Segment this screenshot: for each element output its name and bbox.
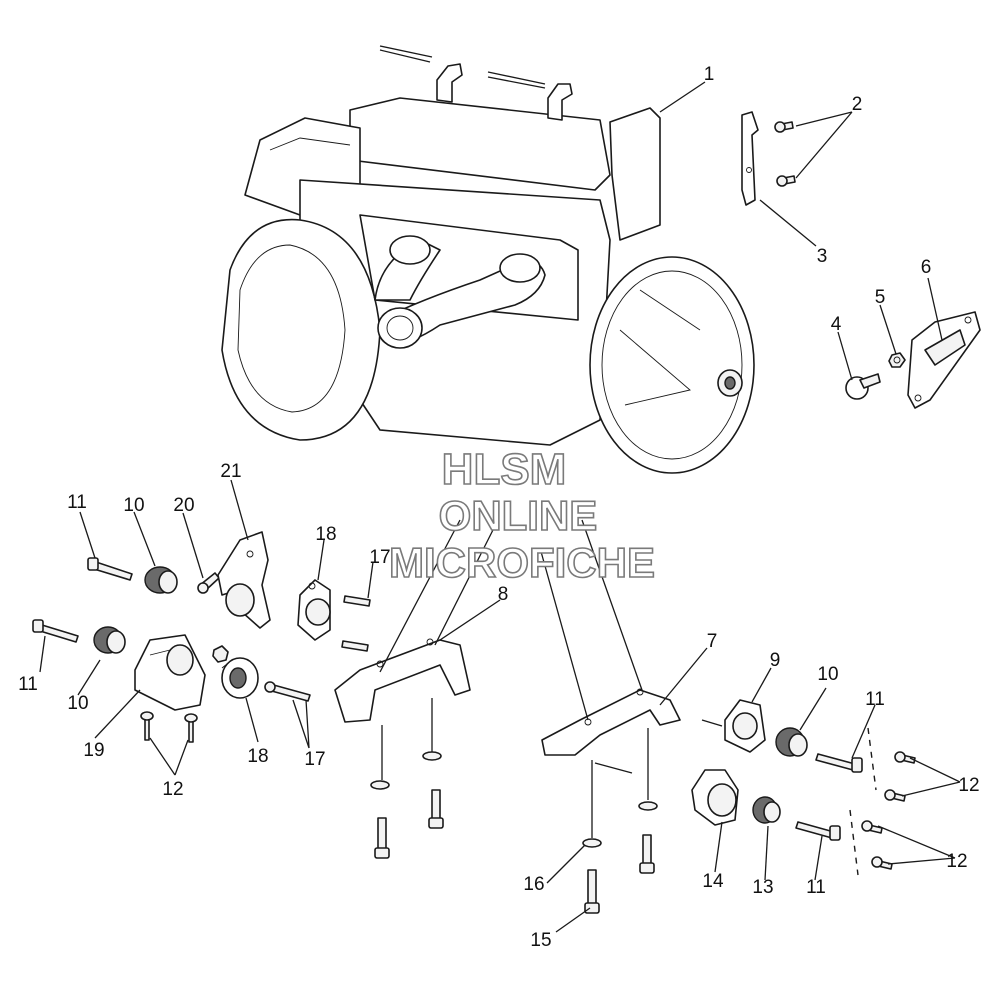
washers-part-16-right [582,801,658,848]
callout-12-right-top: 12 [958,775,979,796]
bolts-part-17-top [341,595,371,652]
callout-19: 19 [83,740,104,761]
callout-5: 5 [875,287,886,308]
callout-21: 21 [220,461,241,482]
mount-block-part-19 [134,634,206,711]
mount-part-14 [691,769,739,826]
callout-1: 1 [704,64,715,85]
callout-18-top: 18 [315,524,336,545]
callout-16: 16 [523,874,544,895]
callout-2: 2 [852,94,863,115]
callout-12-right-bottom: 12 [946,851,967,872]
screw-part-20 [197,572,220,594]
bolt-part-11-right-top [815,753,863,773]
leader-lines [39,81,961,933]
spacer-part-10-mid [93,626,126,654]
bracket-part-3 [741,111,759,206]
callout-12-left: 12 [162,779,183,800]
screws-part-12-right-top [884,751,916,802]
bolt-part-11-mid [32,619,79,643]
spacer-part-13 [752,796,781,824]
engine-assembly [221,45,755,474]
callout-11-right-bottom: 11 [806,877,826,898]
callout-10-left: 10 [67,693,88,714]
watermark-line-2: ONLINE [439,492,598,539]
bolt-part-11-right-bottom [795,821,841,841]
callout-17-bottom: 17 [304,749,325,770]
callout-8: 8 [498,584,509,605]
mount-part-4 [845,373,881,400]
callout-7: 7 [707,631,718,652]
crossmember-part-7 [541,688,681,756]
spacer-part-10-right [775,727,808,757]
callout-10-top: 10 [123,495,144,516]
screws-part-2 [774,121,796,187]
watermark-line-3: MICROFICHE [389,539,655,586]
leader-dash-top [867,727,877,791]
bolts-part-17-left [264,681,311,702]
callout-11-left: 11 [18,674,38,695]
screws-part-12-right-bottom [861,820,893,870]
bolts-part-15-right [584,834,655,914]
mount-part-18-bottom [221,657,259,699]
mount-part-18-top [297,579,331,641]
callout-11-top: 11 [67,492,87,513]
crossmember-part-8 [334,638,471,723]
watermark-line-1: HLSM [442,445,567,494]
mount-part-9 [724,699,766,753]
callout-17-top: 17 [369,547,390,568]
callout-13: 13 [752,877,773,898]
washers-part-16-left [370,751,442,790]
callout-9: 9 [770,650,781,671]
bracket-part-6 [907,311,981,409]
callout-10-right: 10 [817,664,838,685]
callout-numbers: 1 2 3 4 5 6 7 8 9 10 10 10 11 11 11 11 1… [18,64,979,951]
nut-part-18-left [212,645,229,663]
nut-part-5 [888,352,906,368]
callout-11-right-top: 11 [865,689,885,710]
callout-20: 20 [173,495,194,516]
callout-4: 4 [831,314,842,335]
callout-18-bottom: 18 [247,746,268,767]
spacer-part-10-top [144,566,178,594]
watermark: HLSM ONLINE MICROFICHE [388,444,656,587]
callout-15: 15 [530,930,551,951]
callout-3: 3 [817,246,828,267]
leader-dash-bottom [849,809,859,876]
bolt-part-11-top [87,557,133,581]
callout-6: 6 [921,257,932,278]
bolts-part-15-left [374,789,444,859]
bracket-part-21 [217,531,271,629]
screws-part-12-left [140,711,198,743]
callout-14: 14 [702,871,724,892]
